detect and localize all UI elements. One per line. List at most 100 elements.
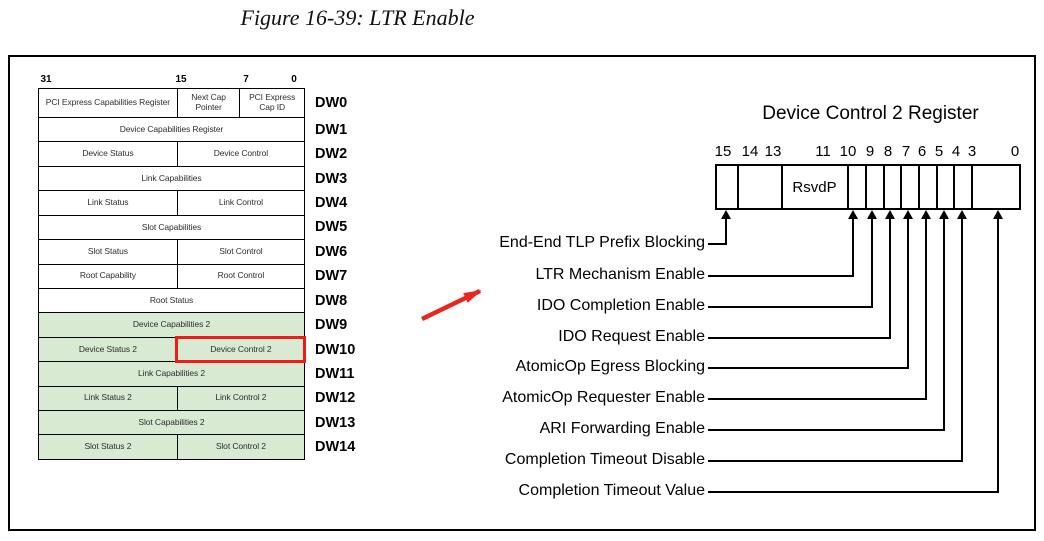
dw-label: DW4 <box>315 194 348 211</box>
field-label: IDO Completion Enable <box>536 297 705 314</box>
arrowhead-icon <box>885 210 895 219</box>
field-label: LTR Mechanism Enable <box>535 266 705 283</box>
table-cell: Device Control <box>176 142 304 166</box>
arrowhead-icon <box>848 210 858 219</box>
connector-vline <box>943 218 945 431</box>
connector-vline <box>889 218 891 339</box>
bit-number-label: 14 <box>741 143 759 160</box>
table-cell: Slot Capabilities <box>141 221 202 232</box>
bold-bit-cell <box>737 164 783 210</box>
table-cell: Root Control <box>176 264 304 288</box>
bit-cell-divider <box>971 164 973 210</box>
table-cell: Device Capabilities 2 <box>132 319 211 330</box>
connector-vline <box>871 218 873 308</box>
table-cell: Device Status 2 <box>78 343 137 354</box>
table-row: Device Capabilities Register DW1 <box>39 118 347 143</box>
table-cell: Link Status <box>87 197 129 208</box>
bit-cell-divider <box>900 164 902 210</box>
dw-label: DW3 <box>315 170 348 187</box>
bit-number-label: 4 <box>951 143 961 160</box>
dw-label: DW8 <box>315 292 348 309</box>
bit-cell-divider <box>865 164 867 210</box>
bit-number-label: 15 <box>714 143 732 160</box>
red-annotation-arrow-icon <box>421 288 482 322</box>
connector-vline <box>961 218 963 462</box>
dw-label: DW10 <box>315 341 356 358</box>
field-label: AtomicOp Egress Blocking <box>515 358 705 375</box>
bit-scale-label: 0 <box>291 74 297 85</box>
table-row: Slot Capabilities DW5 <box>39 216 347 241</box>
connector-hline <box>708 306 872 308</box>
connector-hline <box>708 275 853 277</box>
bit-number-label: 11 <box>815 143 831 160</box>
bit-number-label: 9 <box>865 143 875 160</box>
table-cell: Slot Control 2 <box>176 435 304 459</box>
field-label: Completion Timeout Disable <box>504 451 705 468</box>
table-cell: Device Control 2 <box>174 335 306 364</box>
connector-hline <box>708 367 908 369</box>
dw-label: DW2 <box>315 146 348 163</box>
bit-number-label: 8 <box>883 143 893 160</box>
bit-cell-divider <box>918 164 920 210</box>
table-row: Slot Status Slot Control DW6 <box>39 240 347 265</box>
connector-vline <box>725 218 727 245</box>
bit-number-label: 5 <box>934 143 944 160</box>
table-cell: Link Control <box>176 191 304 215</box>
bit-cell-divider <box>936 164 938 210</box>
field-label: ARI Forwarding Enable <box>539 420 705 437</box>
bit-number-label: 10 <box>839 143 857 160</box>
arrowhead-icon <box>903 210 913 219</box>
bit-cell-divider <box>953 164 955 210</box>
register-title: Device Control 2 Register <box>762 103 979 124</box>
arrowhead-icon <box>939 210 949 219</box>
field-label: AtomicOp Requester Enable <box>502 389 705 406</box>
table-cell: Link Capabilities 2 <box>137 368 206 379</box>
dw-label: DW13 <box>315 414 356 431</box>
table-cell: Link Capabilities <box>141 172 202 183</box>
bit-cell-divider <box>847 164 849 210</box>
dw-label: DW7 <box>315 268 348 285</box>
dw-label: DW5 <box>315 219 348 236</box>
table-cell: Slot Status 2 <box>84 441 132 452</box>
dw-label: DW9 <box>315 317 348 334</box>
table-cell: Root Status <box>149 294 194 305</box>
bit-number-label: 13 <box>764 143 782 160</box>
field-label: End-End TLP Prefix Blocking <box>499 234 705 251</box>
arrowhead-icon <box>993 210 1003 219</box>
field-label: Completion Timeout Value <box>518 482 705 499</box>
register-box <box>715 164 1021 210</box>
bit-cell-divider <box>883 164 885 210</box>
field-label: IDO Request Enable <box>558 328 705 345</box>
connector-hline <box>708 491 998 493</box>
table-cell: PCI Express Cap ID <box>239 89 304 117</box>
connector-vline <box>852 218 854 277</box>
rsvdp-label: RsvdP <box>792 178 837 196</box>
bit-number-label: 0 <box>1010 143 1020 160</box>
connector-vline <box>907 218 909 369</box>
connector-hline <box>708 337 890 339</box>
figure-border <box>8 55 1036 531</box>
table-cell: Slot Control <box>176 240 304 264</box>
connector-vline <box>925 218 927 400</box>
arrowhead-icon <box>921 210 931 219</box>
bit-number-label: 6 <box>917 143 927 160</box>
bit-number-label: 7 <box>901 143 911 160</box>
connector-vline <box>997 218 999 493</box>
table-cell: Device Capabilities Register <box>119 123 224 134</box>
table-cell: Next Cap Pointer <box>176 89 240 117</box>
table-cell: Slot Status <box>87 245 128 256</box>
table-row: Link Capabilities DW3 <box>39 167 347 192</box>
dw-label: DW1 <box>315 121 348 138</box>
dw-label: DW6 <box>315 243 348 260</box>
table-cell: Link Control 2 <box>176 386 304 411</box>
table-row: Root Status DW8 <box>39 289 347 314</box>
bit-number-label: 3 <box>967 143 977 160</box>
